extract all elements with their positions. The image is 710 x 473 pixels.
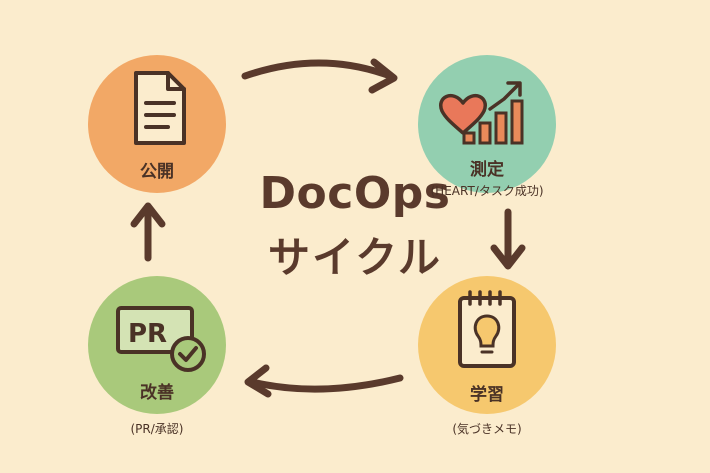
node-measure: 測定 <box>418 55 556 193</box>
heart-chart-icon <box>439 81 524 145</box>
node-measure-sub: (HEART/タスク成功) <box>430 184 544 198</box>
pr-check-icon: PR <box>116 306 206 372</box>
node-publish-label: 公開 <box>140 162 174 182</box>
node-improve-label: 改善 <box>140 383 174 403</box>
node-learn-sub: (気づきメモ) <box>452 422 522 436</box>
diagram-title-line2: サイクル <box>268 233 442 282</box>
node-learn: 学習 <box>418 276 556 414</box>
diagram-title-line1: DocOps <box>259 168 451 219</box>
node-measure-label: 測定 <box>470 160 504 180</box>
node-publish: 公開 <box>88 55 226 193</box>
arrow-learn-to-improve <box>248 374 404 393</box>
node-improve-sub: (PR/承認) <box>130 422 184 436</box>
lightbulb-notepad-icon <box>458 290 516 368</box>
document-icon <box>134 71 186 145</box>
node-learn-label: 学習 <box>470 385 504 405</box>
pr-badge-text: PR <box>128 319 167 349</box>
node-improve: PR 改善 <box>88 276 226 414</box>
arrow-publish-to-measure <box>241 59 394 80</box>
